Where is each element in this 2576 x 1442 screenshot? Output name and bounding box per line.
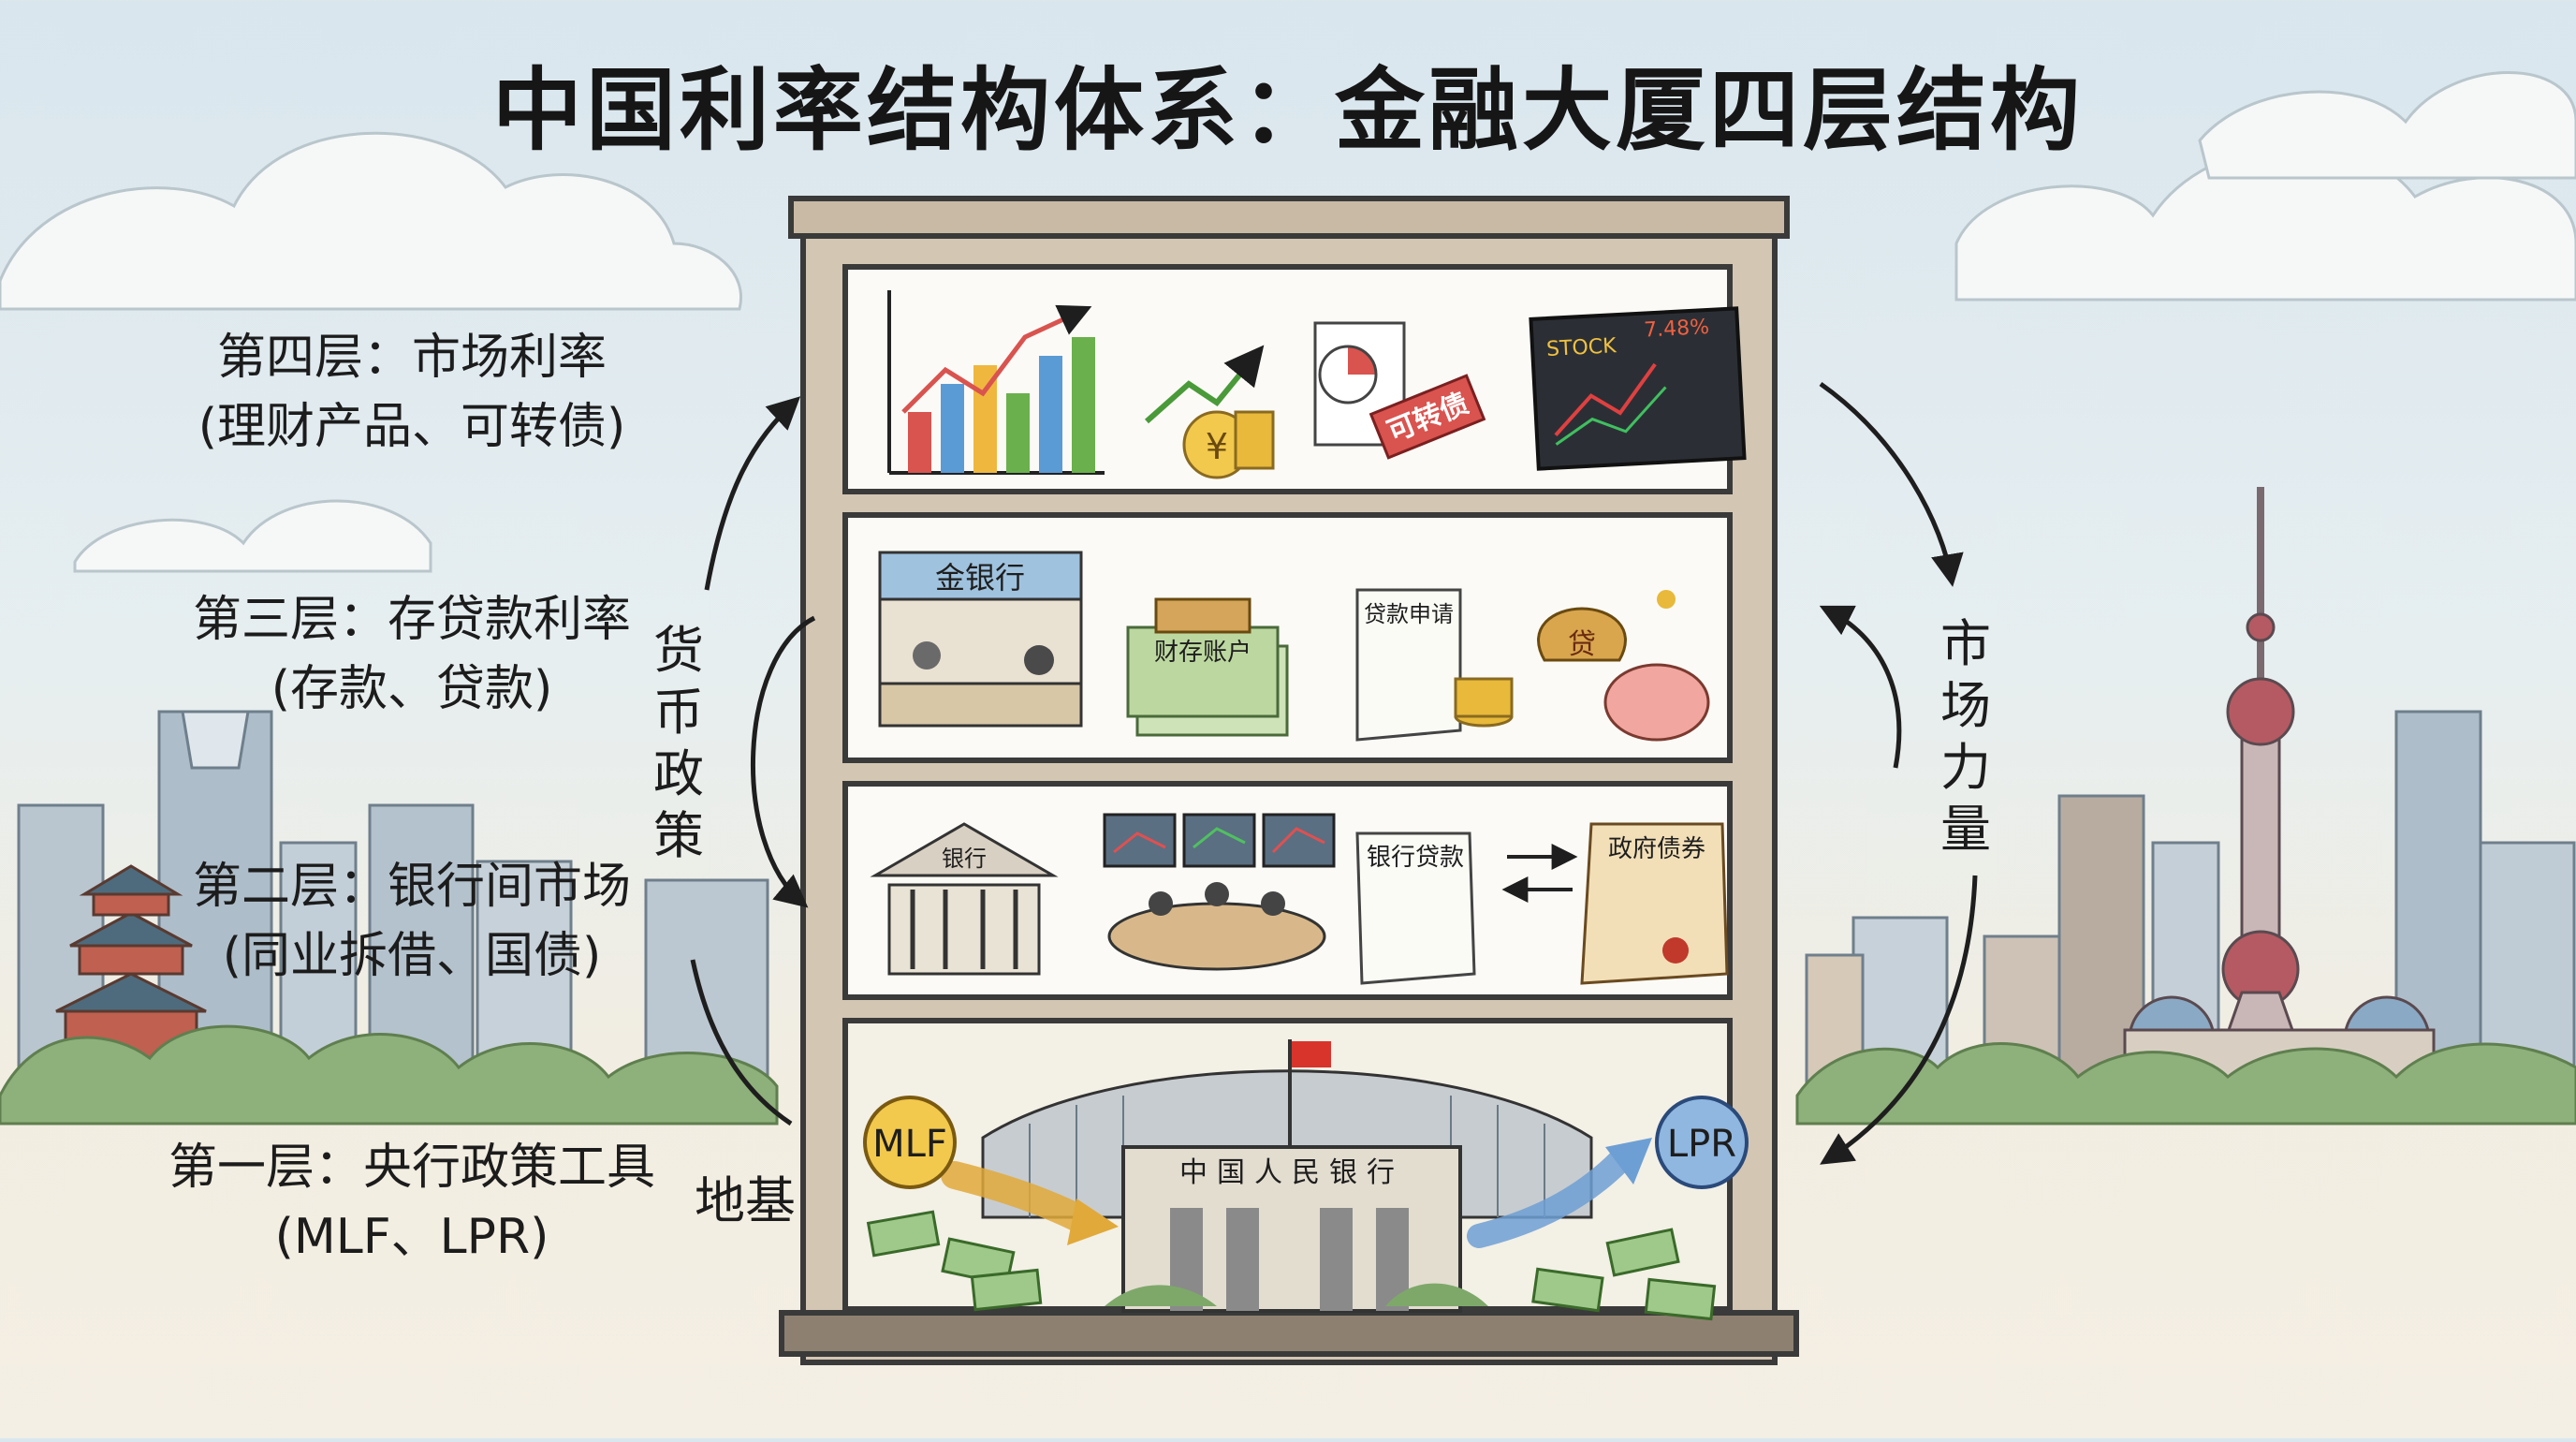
trees	[0, 1024, 2576, 1126]
floor4-name: 第四层：市场利率	[216, 330, 607, 386]
mlf-label: MLF	[872, 1123, 947, 1166]
document-pie-icon	[1313, 321, 1406, 447]
loan-doc-label: 贷款申请	[1364, 601, 1454, 627]
foundation-label: 地基	[695, 1171, 796, 1230]
floor1-label: 第一层：央行政策工具 (MLF、LPR)	[150, 1133, 674, 1272]
flag-icon	[1292, 1041, 1331, 1067]
floor2-name: 第二层：银行间市场	[192, 859, 631, 915]
floor2-label: 第二层：银行间市场 (同业拆借、国债)	[159, 852, 665, 991]
floor1-central-bank: 中国人民银行 MLF LPR	[863, 1039, 1749, 1321]
bank-building-icon: 银行	[870, 822, 1059, 976]
foundation-arc	[690, 959, 793, 1126]
gov-bond-label: 政府债券	[1608, 835, 1705, 863]
oriental-pearl-tower	[2123, 487, 2436, 1088]
floor1-name: 第一层：央行政策工具	[168, 1140, 655, 1196]
floor1-detail: (MLF、LPR)	[274, 1209, 549, 1265]
floor3-label: 第三层：存贷款利率 (存款、贷款)	[159, 585, 665, 724]
bank-loan-label: 银行贷款	[1367, 844, 1464, 872]
bank-building-label: 银行	[942, 846, 987, 872]
cash-icons	[866, 1210, 1717, 1321]
market-arrows	[1819, 381, 1978, 1165]
rising-coins-icon: ¥	[1145, 345, 1275, 479]
floor3-deposit-loan: 金银行 财存账户 贷款申请 贷	[878, 551, 1710, 742]
lpr-flow-arrow	[1467, 1149, 1632, 1248]
floor3-detail: (存款、贷款)	[271, 661, 553, 717]
account-card-label: 财存账户	[1154, 639, 1251, 667]
floor3-name: 第三层：存贷款利率	[192, 592, 631, 648]
left-skyline	[17, 710, 769, 1088]
svg-text:¥: ¥	[1206, 426, 1228, 467]
money-bag-label: 贷	[1568, 628, 1596, 661]
savings-account-card: 财存账户	[1126, 597, 1289, 737]
mlf-coin-icon	[863, 1096, 957, 1189]
loan-application-doc: 贷款申请	[1355, 588, 1514, 742]
trading-floor-icon	[1103, 813, 1336, 971]
floor4-label: 第四层：市场利率 (理财产品、可转债)	[159, 323, 665, 462]
screen-value: 7.48%	[1644, 316, 1710, 343]
market-forces-label: 市场力量	[1940, 614, 1991, 859]
piggy-bank-icon	[1603, 590, 1710, 742]
lpr-coin-icon	[1655, 1096, 1749, 1189]
bar-chart-icon	[887, 290, 1105, 475]
bank-sign-label: 金银行	[935, 560, 1025, 596]
clouds	[0, 71, 2576, 573]
bank-loan-doc: 银行贷款	[1355, 831, 1476, 985]
policy-arrows	[690, 396, 816, 1126]
market-arrow-up	[1819, 605, 1902, 769]
floor4-detail: (理财产品、可转债)	[198, 399, 626, 455]
page-title: 中国利率结构体系：金融大厦四层结构	[492, 58, 2084, 163]
mlf-flow-arrow	[941, 1161, 1100, 1236]
screen-title: STOCK	[1546, 334, 1617, 361]
money-bag-icon: 贷	[1537, 607, 1627, 662]
gov-bond-doc: 政府债券	[1580, 822, 1729, 985]
policy-arrow-down	[751, 615, 816, 908]
pboc-sign-label: 中国人民银行	[1179, 1156, 1404, 1189]
bank-counter-icon: 金银行	[878, 551, 1083, 728]
floor2-detail: (同业拆借、国债)	[222, 928, 602, 984]
stock-screen-icon: STOCK 7.48%	[1529, 306, 1747, 471]
market-arrow-down	[1819, 381, 1964, 587]
floor4-market-rates: ¥ 可转债 STOCK 7.48%	[887, 290, 1747, 479]
policy-arrow-up	[704, 396, 801, 591]
market-arrow-bottom	[1820, 875, 1978, 1165]
lpr-label: LPR	[1667, 1123, 1736, 1166]
monetary-policy-label: 货币政策	[653, 621, 704, 865]
floor2-interbank: 银行 银行贷款 政府债券	[870, 813, 1729, 985]
